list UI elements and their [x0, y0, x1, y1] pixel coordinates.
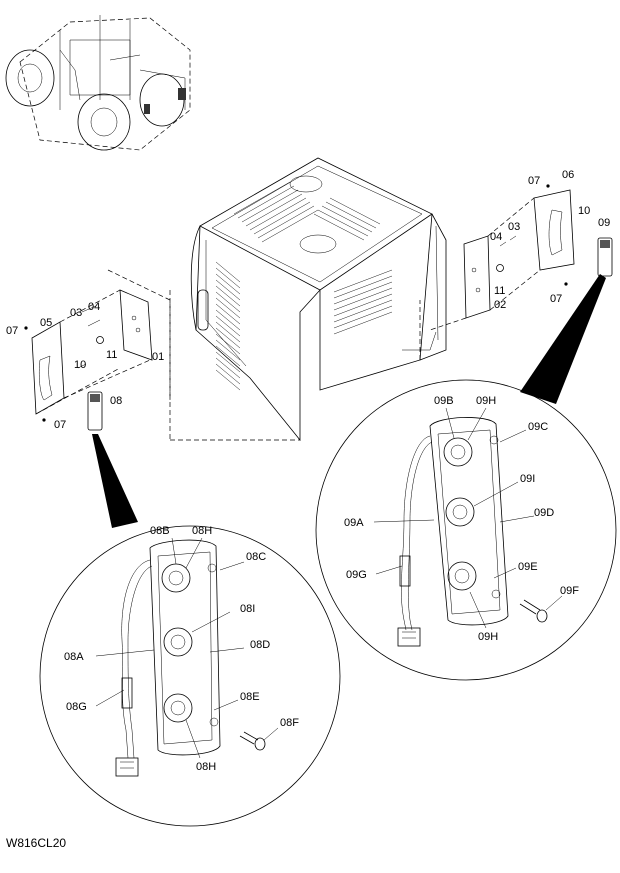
label-09F: 09F	[560, 585, 579, 597]
deck-grill	[233, 181, 381, 243]
rear-grill	[333, 269, 393, 335]
drawing-code: W816CL20	[6, 836, 67, 850]
label-07-right-top: 07	[528, 175, 540, 187]
label-09: 09	[598, 217, 610, 229]
pointer-08	[92, 434, 138, 528]
hood-assembly	[169, 157, 447, 442]
left-bracket-group	[24, 269, 171, 431]
label-02: 02	[494, 299, 506, 311]
label-08D: 08D	[250, 639, 270, 651]
label-08F: 08F	[280, 717, 299, 729]
label-09C: 09C	[528, 421, 548, 433]
label-03-right: 03	[508, 221, 520, 233]
label-11-left: 11	[106, 349, 117, 361]
label-10-left: 10	[74, 359, 86, 371]
label-04-right: 04	[490, 231, 502, 243]
label-09D: 09D	[534, 507, 554, 519]
label-08G: 08G	[66, 701, 87, 713]
label-01: 01	[152, 351, 164, 363]
label-08H-bottom: 08H	[196, 761, 216, 773]
detail-circle-09: 09B 09H 09C 09I 09D 09A 09E 09G 09F 09H	[315, 379, 617, 681]
label-07-right-bottom: 07	[550, 293, 562, 305]
label-08: 08	[110, 395, 122, 407]
right-bracket-group	[429, 184, 613, 331]
part-callouts: 07 05 03 04 10 11 01 08 07 07 06 03 04 1…	[6, 169, 610, 431]
label-09B: 09B	[434, 395, 454, 407]
label-09H-top: 09H	[476, 395, 496, 407]
label-04-left: 04	[88, 301, 100, 313]
side-grill-left	[215, 261, 241, 391]
label-11-right: 11	[494, 285, 505, 297]
label-10-right: 10	[578, 205, 590, 217]
machine-thumbnail	[5, 15, 191, 151]
label-09E: 09E	[518, 561, 538, 573]
label-05: 05	[40, 317, 52, 329]
label-08I: 08I	[240, 603, 255, 615]
label-08E: 08E	[240, 691, 260, 703]
label-09H-bottom: 09H	[478, 631, 498, 643]
label-07-left-bottom: 07	[54, 419, 66, 431]
label-08A: 08A	[64, 651, 84, 663]
detail-circle-08: 08B 08H 08C 08I 08D 08A 08E 08G 08F 08H	[39, 525, 341, 827]
label-08H-top: 08H	[192, 525, 212, 537]
label-09G: 09G	[346, 569, 367, 581]
label-08C: 08C	[246, 551, 266, 563]
pointer-09	[520, 274, 606, 404]
label-08B: 08B	[150, 525, 170, 537]
label-07-left-top: 07	[6, 325, 18, 337]
label-09A: 09A	[344, 517, 364, 529]
label-09I: 09I	[520, 473, 535, 485]
label-03-left: 03	[70, 307, 82, 319]
label-06: 06	[562, 169, 574, 181]
